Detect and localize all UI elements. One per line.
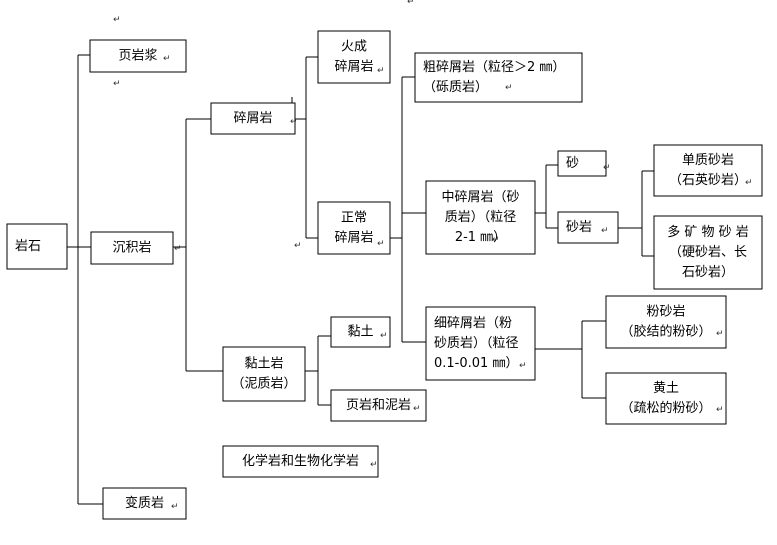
node-mono-sandstone: 单质砂岩 （石英砂岩）	[653, 144, 763, 197]
node-label: 碎屑岩	[233, 111, 272, 126]
node-label: 正常	[341, 211, 367, 226]
node-label: 2-1 ㎜）	[455, 230, 506, 245]
paragraph-marks: ↵ ↵ ↵ ↵ ↵ ↵ ↵ ↵ ↵ ↵ ↵ ↵ ↵ ↵ ↵ ↵ ↵ ↵ ↵ ↵ ↵ ↵	[113, 0, 753, 512]
node-clay: 黏土	[330, 316, 391, 348]
node-label: 沉积岩	[112, 241, 151, 256]
paragraph-mark: ↵	[290, 117, 298, 127]
paragraph-mark: ↵	[716, 329, 724, 339]
paragraph-mark: ↵	[174, 244, 182, 254]
node-label: 细碎屑岩（粉	[434, 316, 512, 331]
node-box	[557, 150, 607, 177]
node-label: 页岩浆	[118, 49, 157, 64]
node-box	[653, 144, 763, 197]
node-label: 砂	[566, 156, 579, 171]
node-label: （砾质岩）	[423, 80, 488, 95]
node-label: 质岩）（粒径	[445, 210, 517, 225]
node-label: 0.1-0.01 ㎜）	[434, 356, 518, 371]
node-box	[425, 306, 536, 381]
node-label: 碎屑岩	[334, 60, 373, 75]
node-loess: 黄土 （疏松的粉砂）	[605, 372, 727, 425]
node-label: 黄土	[653, 381, 679, 396]
node-sedimentary: 沉积岩	[90, 231, 174, 265]
node-label: （疏松的粉砂）	[620, 400, 711, 416]
node-box	[425, 180, 536, 255]
paragraph-mark: ↵	[710, 272, 718, 282]
node-label: 化学岩和生物化学岩	[242, 453, 359, 469]
node-label: （泥质岩）	[231, 377, 296, 392]
node-box	[557, 211, 619, 244]
paragraph-mark: ↵	[505, 83, 513, 93]
paragraph-mark: ↵	[716, 405, 724, 415]
node-box	[653, 215, 763, 290]
node-sand: 砂	[557, 150, 607, 177]
node-label: （石英砂岩）	[669, 173, 747, 188]
paragraph-mark: ↵	[377, 66, 385, 76]
node-label: 石砂岩）	[682, 265, 734, 280]
node-label: 砂岩	[566, 220, 592, 235]
paragraph-mark: ↵	[294, 241, 302, 251]
paragraph-mark: ↵	[370, 460, 378, 470]
node-sandstone: 砂岩	[557, 211, 619, 244]
node-box	[102, 487, 187, 520]
node-label: （胶结的粉砂）	[620, 324, 711, 340]
node-box	[89, 39, 187, 73]
node-coarse-clastic: 粗碎屑岩（粒径＞2 ㎜） （砾质岩）	[414, 52, 583, 103]
node-clastic: 碎屑岩	[210, 102, 296, 135]
node-box	[330, 316, 391, 348]
paragraph-mark: ↵	[113, 15, 121, 25]
node-rock: 岩石	[6, 223, 68, 270]
node-box	[330, 389, 427, 422]
node-box	[210, 102, 296, 135]
paragraph-mark: ↵	[745, 178, 753, 188]
node-label: 粉砂岩	[646, 305, 685, 320]
node-siltstone: 粉砂岩 （胶结的粉砂）	[605, 295, 727, 349]
node-shale-mudstone: 页岩和泥岩	[330, 389, 427, 422]
node-label: 粗碎屑岩（粒径＞2 ㎜）	[423, 60, 565, 75]
node-box	[222, 445, 379, 478]
connector-lines	[67, 54, 654, 505]
node-label: 火成	[341, 40, 367, 55]
paragraph-mark: ↵	[377, 239, 385, 249]
node-label: 砂质岩）（粒径	[434, 336, 519, 351]
node-label: 变质岩	[125, 495, 164, 511]
paragraph-mark: ↵	[519, 361, 527, 371]
node-medium-clastic: 中碎屑岩（砂质岩）（粒径 2-1 ㎜）	[425, 180, 536, 255]
node-box	[605, 295, 727, 349]
node-shale-slurry: 页岩浆	[89, 39, 187, 73]
node-box	[90, 231, 174, 265]
node-label: 中碎屑岩（砂	[441, 190, 519, 205]
paragraph-mark: ↵	[113, 79, 121, 89]
node-chemical: 化学岩和生物化学岩	[222, 445, 379, 478]
node-label: 黏土岩	[244, 356, 283, 372]
node-box	[605, 372, 727, 425]
paragraph-mark: ↵	[492, 235, 500, 245]
node-clay-rock: 黏土岩 （泥质岩）	[222, 346, 306, 402]
paragraph-mark: ↵	[413, 404, 421, 414]
node-box	[222, 346, 306, 402]
paragraph-mark: ↵	[603, 163, 611, 173]
paragraph-mark: ↵	[380, 331, 388, 341]
paragraph-mark: ↵	[163, 54, 171, 64]
node-box	[317, 30, 391, 84]
node-box	[414, 52, 583, 103]
node-label: 单质砂岩	[682, 153, 734, 168]
node-label: 黏土	[347, 324, 373, 340]
paragraph-mark: ↵	[601, 226, 609, 236]
node-box	[317, 201, 391, 255]
node-box	[6, 223, 68, 270]
paragraph-mark: ↵	[171, 502, 179, 512]
node-label: （硬砂岩、长	[669, 245, 747, 260]
node-metamorphic: 变质岩	[102, 487, 187, 520]
diagram-nodes: 岩石页岩浆沉积岩变质岩碎屑岩黏土岩（泥质岩）化学岩和生物化学岩火成碎屑岩正常碎屑…	[6, 30, 763, 520]
node-label: 岩石	[15, 239, 41, 254]
node-label: 碎屑岩	[334, 231, 373, 246]
node-label: 多 矿 物 砂 岩	[667, 224, 749, 240]
paragraph-mark: ↵	[407, 0, 415, 7]
node-label: 页岩和泥岩	[346, 398, 411, 413]
